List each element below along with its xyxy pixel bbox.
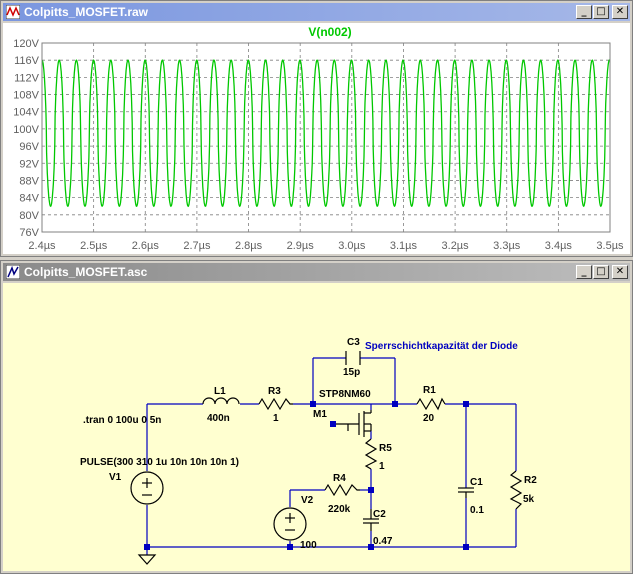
c3-name: C3 [347, 337, 360, 348]
junctions [144, 401, 469, 550]
v2-name: V2 [301, 495, 314, 506]
components [130, 351, 523, 565]
l1-value: 400n [207, 413, 230, 424]
x-axis-ticks: 2.4µs 2.5µs 2.6µs 2.7µs 2.8µs 2.9µs 3.0µs 3.1µs… [28, 240, 624, 252]
c3-value: 15p [343, 367, 360, 378]
y-tick-label: 80V [19, 210, 39, 222]
r1-value: 20 [423, 413, 435, 424]
x-tick-label: 2.7µs [183, 240, 211, 252]
schematic-window: Colpitts_MOSFET.asc _ □ ✕ [0, 260, 633, 574]
x-tick-label: 3.3µs [493, 240, 521, 252]
y-tick-label: 88V [19, 175, 39, 187]
r3-name: R3 [268, 386, 281, 397]
wires [146, 357, 517, 555]
r4-value: 220k [328, 504, 351, 515]
plot-window: Colpitts_MOSFET.raw _ □ ✕ V(n002) 120V 11… [0, 0, 633, 257]
waveform-app-icon [6, 5, 20, 19]
resistor-r1-symbol [416, 397, 446, 411]
v2-value: 100 [300, 540, 317, 551]
c2-name: C2 [373, 509, 386, 520]
x-tick-label: 3.2µs [442, 240, 470, 252]
y-tick-label: 116V [14, 55, 40, 67]
plot-window-title: Colpitts_MOSFET.raw [24, 5, 149, 19]
x-tick-label: 2.9µs [287, 240, 315, 252]
mosfet-part-number: STP8NM60 [319, 389, 371, 400]
x-tick-label: 2.4µs [28, 240, 56, 252]
r4-name: R4 [333, 473, 346, 484]
plot-window-titlebar[interactable]: Colpitts_MOSFET.raw _ □ ✕ [3, 3, 630, 21]
l1-name: L1 [214, 386, 226, 397]
x-tick-label: 2.8µs [235, 240, 263, 252]
resistor-r2-symbol [509, 470, 523, 510]
y-tick-label: 92V [19, 158, 39, 170]
y-tick-label: 96V [19, 141, 39, 153]
diode-capacitance-note[interactable]: Sperrschichtkapazität der Diode [365, 341, 518, 352]
c1-value: 0.1 [470, 505, 484, 516]
y-tick-label: 76V [19, 227, 39, 239]
resistor-r3-symbol [258, 397, 293, 411]
plot-area[interactable]: V(n002) 120V 116V 112V 108V 104V 100V 96V 92V 88… [3, 23, 630, 254]
voltage-source-v1-symbol [130, 471, 164, 505]
r5-value: 1 [379, 461, 385, 472]
x-tick-label: 2.6µs [132, 240, 160, 252]
y-axis-ticks: 120V 116V 112V 108V 104V 100V 96V 92V 88V 84V 80V 7… [13, 38, 39, 239]
r3-value: 1 [273, 413, 279, 424]
y-tick-label: 112V [14, 72, 40, 84]
ground-symbol [137, 554, 157, 565]
y-tick-label: 120V [13, 38, 39, 50]
close-button[interactable]: ✕ [612, 265, 628, 279]
x-tick-label: 3.0µs [338, 240, 366, 252]
x-tick-label: 3.1µs [390, 240, 418, 252]
schematic-window-titlebar[interactable]: Colpitts_MOSFET.asc _ □ ✕ [3, 263, 630, 281]
trace-label[interactable]: V(n002) [308, 25, 351, 39]
y-tick-label: 108V [13, 90, 39, 102]
tran-directive[interactable]: .tran 0 100u 0 5n [83, 415, 161, 426]
c2-value: 0.47 [373, 536, 393, 547]
waveform-plot[interactable]: V(n002) 120V 116V 112V 108V 104V 100V 96V 92V 88… [3, 23, 630, 254]
schematic-canvas[interactable]: C3 15p Sperrschichtkapazität der Diode L… [3, 283, 630, 571]
x-tick-label: 2.5µs [80, 240, 108, 252]
circuit-schematic[interactable]: C3 15p Sperrschichtkapazität der Diode L… [3, 283, 630, 571]
maximize-button[interactable]: □ [593, 5, 609, 19]
maximize-button[interactable]: □ [593, 265, 609, 279]
schematic-window-title: Colpitts_MOSFET.asc [24, 265, 148, 279]
y-tick-label: 100V [13, 124, 39, 136]
resistor-r4-symbol [324, 483, 360, 497]
inductor-l1-symbol [202, 397, 240, 405]
plot-frame [41, 42, 611, 233]
r2-value: 5k [523, 494, 535, 505]
r2-name: R2 [524, 475, 537, 486]
m1-name: M1 [313, 409, 327, 420]
voltage-source-v2-symbol [273, 507, 307, 541]
trace-line [41, 59, 611, 208]
y-tick-label: 104V [13, 107, 39, 119]
x-tick-label: 3.4µs [545, 240, 573, 252]
y-tick-label: 84V [19, 193, 39, 205]
v1-name: V1 [109, 472, 122, 483]
close-button[interactable]: ✕ [612, 5, 628, 19]
x-tick-label: 3.5µs [596, 240, 624, 252]
v1-pulse-spec[interactable]: PULSE(300 310 1u 10n 10n 10n 1) [80, 457, 239, 468]
minimize-button[interactable]: _ [576, 5, 592, 19]
r1-name: R1 [423, 385, 436, 396]
c1-name: C1 [470, 477, 483, 488]
schematic-app-icon [6, 265, 20, 279]
minimize-button[interactable]: _ [576, 265, 592, 279]
r5-name: R5 [379, 443, 392, 454]
resistor-r5-symbol [364, 438, 378, 470]
